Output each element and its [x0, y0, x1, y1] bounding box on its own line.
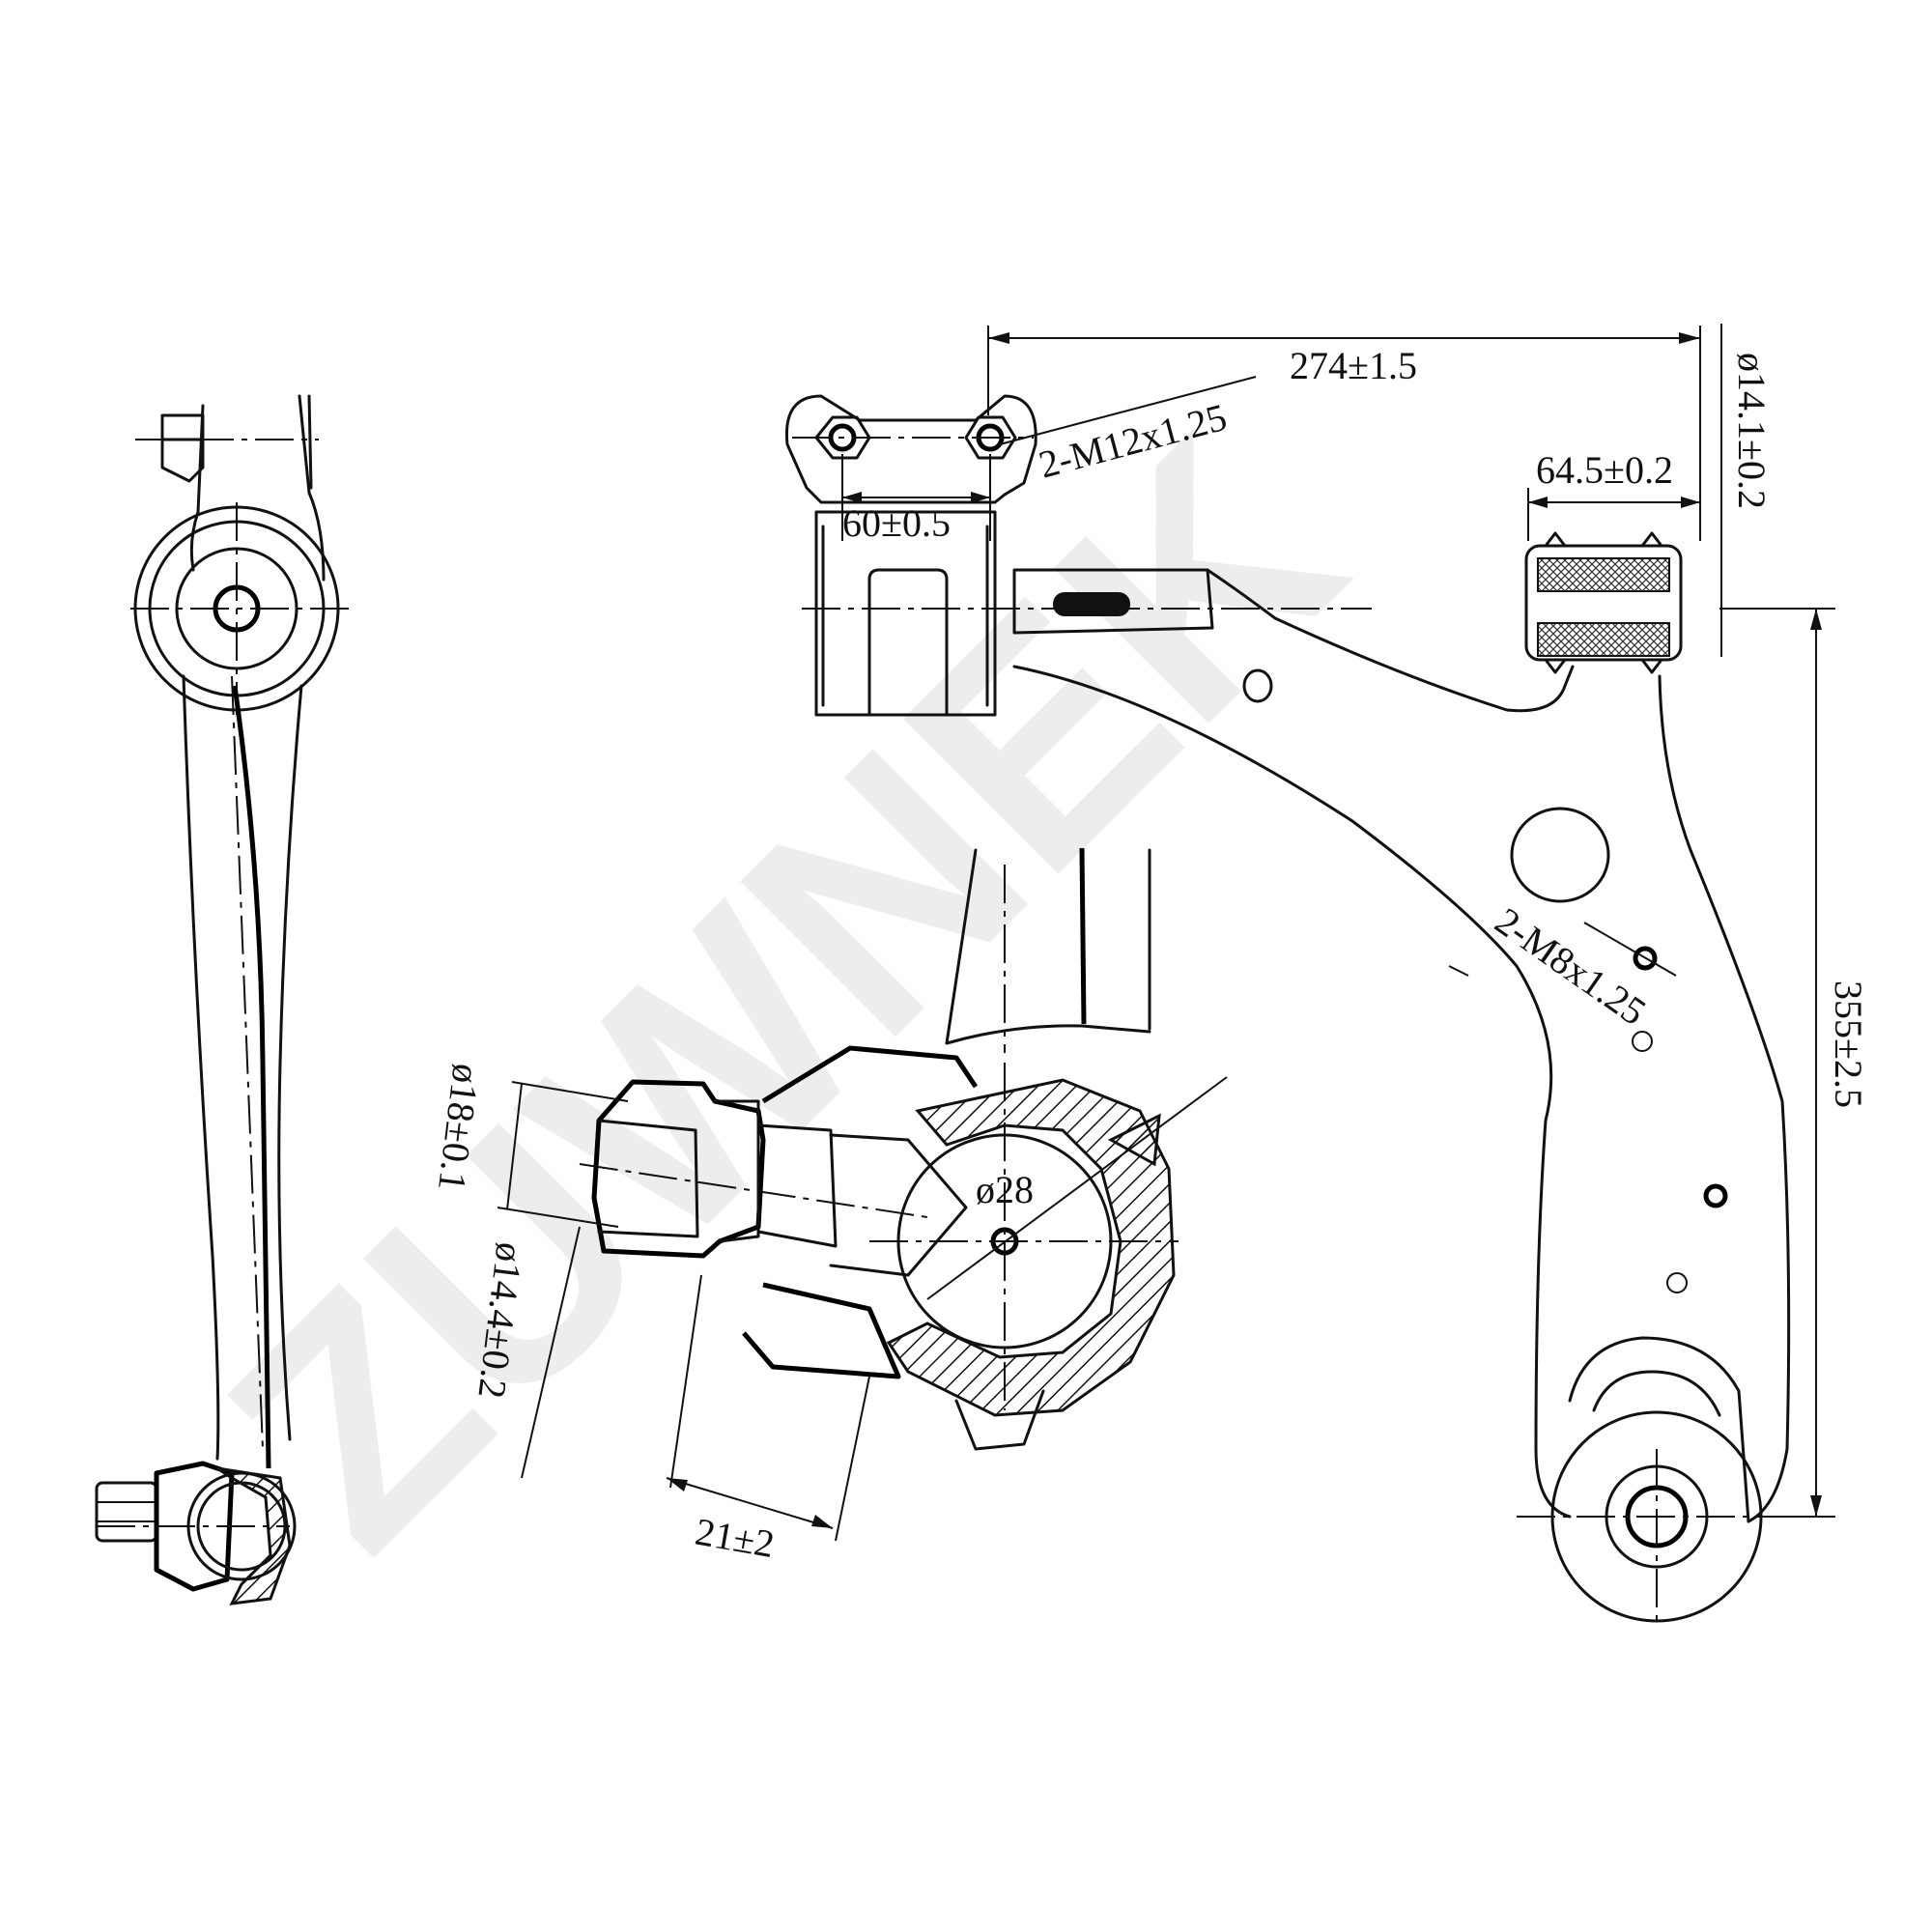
dim-bushing-width: 64.5±0.2 — [1536, 448, 1673, 492]
dimension-lines — [497, 324, 1835, 1542]
watermark-text: ZUWNEK — [163, 372, 1405, 1613]
ball-joint-detail — [579, 847, 1228, 1451]
mount-hole-1 — [1633, 946, 1658, 971]
dim-overall-height: 355±2.5 — [1827, 980, 1870, 1108]
dim-mount-thread: 2-M8x1.25 — [1488, 899, 1654, 1034]
side-view — [95, 394, 353, 1605]
dim-stud-length: 21±2 — [692, 1510, 778, 1567]
main-view — [784, 394, 1816, 1623]
mount-hole-3 — [1703, 1183, 1728, 1208]
dim-bushing-diameter: ø14.1±0.2 — [1730, 353, 1774, 509]
mount-hole-2 — [1632, 1031, 1653, 1052]
mount-hole-4 — [1666, 1272, 1688, 1293]
dim-ball-diameter: ø28 — [976, 1168, 1034, 1211]
dim-bolt-spacing: 60±0.5 — [842, 501, 951, 545]
dim-overall-length: 274±1.5 — [1290, 344, 1417, 387]
watermark: ZUWNEK — [163, 372, 1405, 1613]
